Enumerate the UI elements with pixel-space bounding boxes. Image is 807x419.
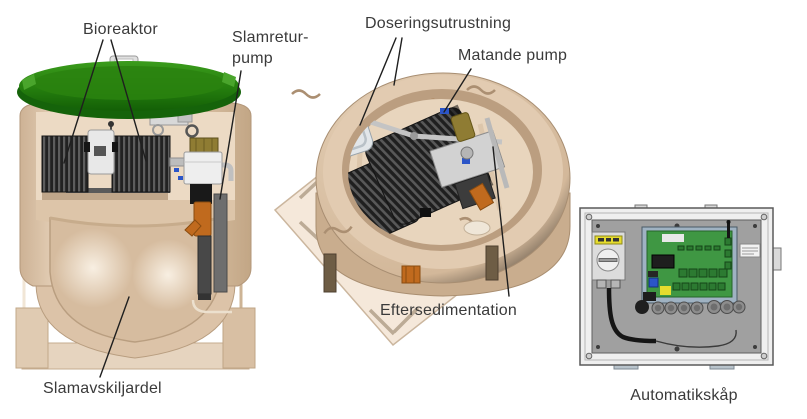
feeder-pump-marker: [440, 108, 449, 114]
switch-handle: [598, 258, 618, 262]
label-slamretur-pump: Slamretur- pump: [232, 27, 309, 69]
label-matande-pump: Matande pump: [458, 47, 568, 64]
label-slamretur-line2: pump: [232, 50, 273, 67]
pump-body: [183, 151, 223, 185]
pcb-display: [651, 254, 675, 269]
name-plate: [739, 243, 761, 258]
green-lid: [17, 55, 241, 119]
terminal-blocks: [672, 237, 732, 291]
control-cabinet-figure: [579, 204, 782, 370]
sludge-return-pump-assembly: [169, 137, 234, 314]
controller-assembly: [635, 220, 761, 315]
label-bioreaktor: Bioreaktor: [83, 21, 158, 38]
pump-black-block: [190, 184, 212, 204]
label-eftersedimentation: Eftersedimentation: [380, 302, 518, 319]
main-switch-unit: [591, 231, 626, 289]
down-pipe: [197, 235, 212, 295]
corner-screws: [585, 213, 768, 360]
label-slamretur-line1: Slamretur-: [232, 29, 309, 46]
label-slamavskiljardel: Slamavskiljardel: [43, 380, 162, 397]
pcb-label: [660, 286, 671, 295]
signal-wire: [655, 329, 737, 348]
cable-glands: [635, 300, 746, 315]
label-doseringsutrustning: Doseringsutrustning: [365, 15, 512, 32]
bottom-fitting: [401, 265, 421, 284]
side-hinge: [772, 247, 782, 271]
seal-ring: [185, 124, 199, 138]
power-cable: [606, 287, 657, 344]
disc-pack-right: [111, 135, 171, 193]
disc-pack-left: [41, 135, 89, 193]
relay: [648, 277, 659, 288]
cutaway-tank-figure: [15, 55, 256, 370]
sludge-separator-bowl: [49, 216, 222, 343]
antenna: [727, 222, 730, 238]
interior-shelf: [36, 200, 235, 228]
bioreactor-discs: [41, 129, 171, 200]
label-automatikskap: Automatikskåp: [630, 387, 738, 404]
return-pipe: [213, 193, 228, 293]
